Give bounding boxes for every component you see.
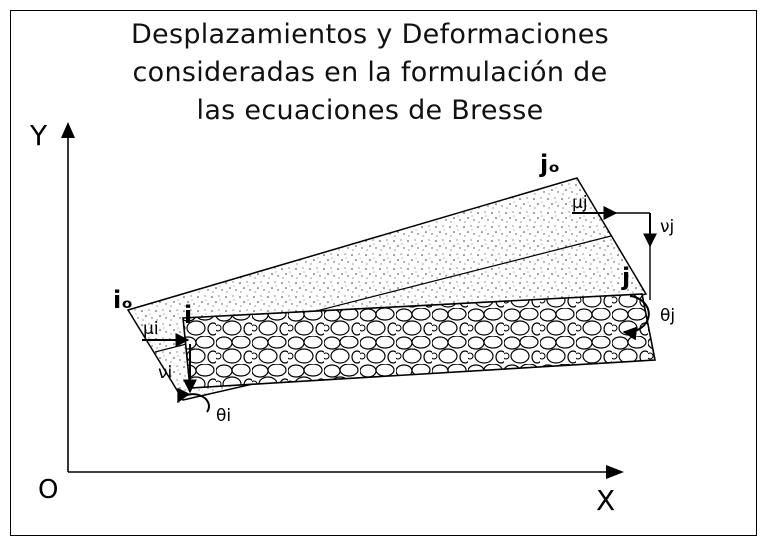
x-axis-label: X xyxy=(596,484,615,517)
theta-j-rotation-icon xyxy=(622,295,650,341)
label-j-initial: jₒ xyxy=(539,150,560,178)
label-nu-i: νi xyxy=(158,363,172,383)
label-mu-j: μj xyxy=(572,193,588,213)
diagram-title: Desplazamientos y Deformaciones consider… xyxy=(110,16,630,130)
theta-i-rotation-icon xyxy=(177,387,210,413)
label-mu-i: μi xyxy=(143,319,159,339)
label-i-initial: iₒ xyxy=(113,286,133,314)
title-line-3: las ecuaciones de Bresse xyxy=(196,95,544,126)
title-line-2: consideradas en la formulación de xyxy=(132,57,608,88)
label-i-final: i xyxy=(184,301,192,329)
origin-label: O xyxy=(38,475,58,505)
title-line-1: Desplazamientos y Deformaciones xyxy=(130,19,610,50)
label-j-final: j xyxy=(621,263,630,291)
x-axis-arrow-icon xyxy=(606,465,624,479)
label-nu-j: νj xyxy=(660,217,674,237)
label-theta-i: θi xyxy=(216,406,231,426)
y-axis-label: Y xyxy=(29,119,48,152)
label-theta-j: θj xyxy=(660,306,675,326)
y-axis-arrow-icon xyxy=(61,122,75,138)
figure-frame xyxy=(10,10,757,536)
deformed-beam xyxy=(182,293,656,389)
